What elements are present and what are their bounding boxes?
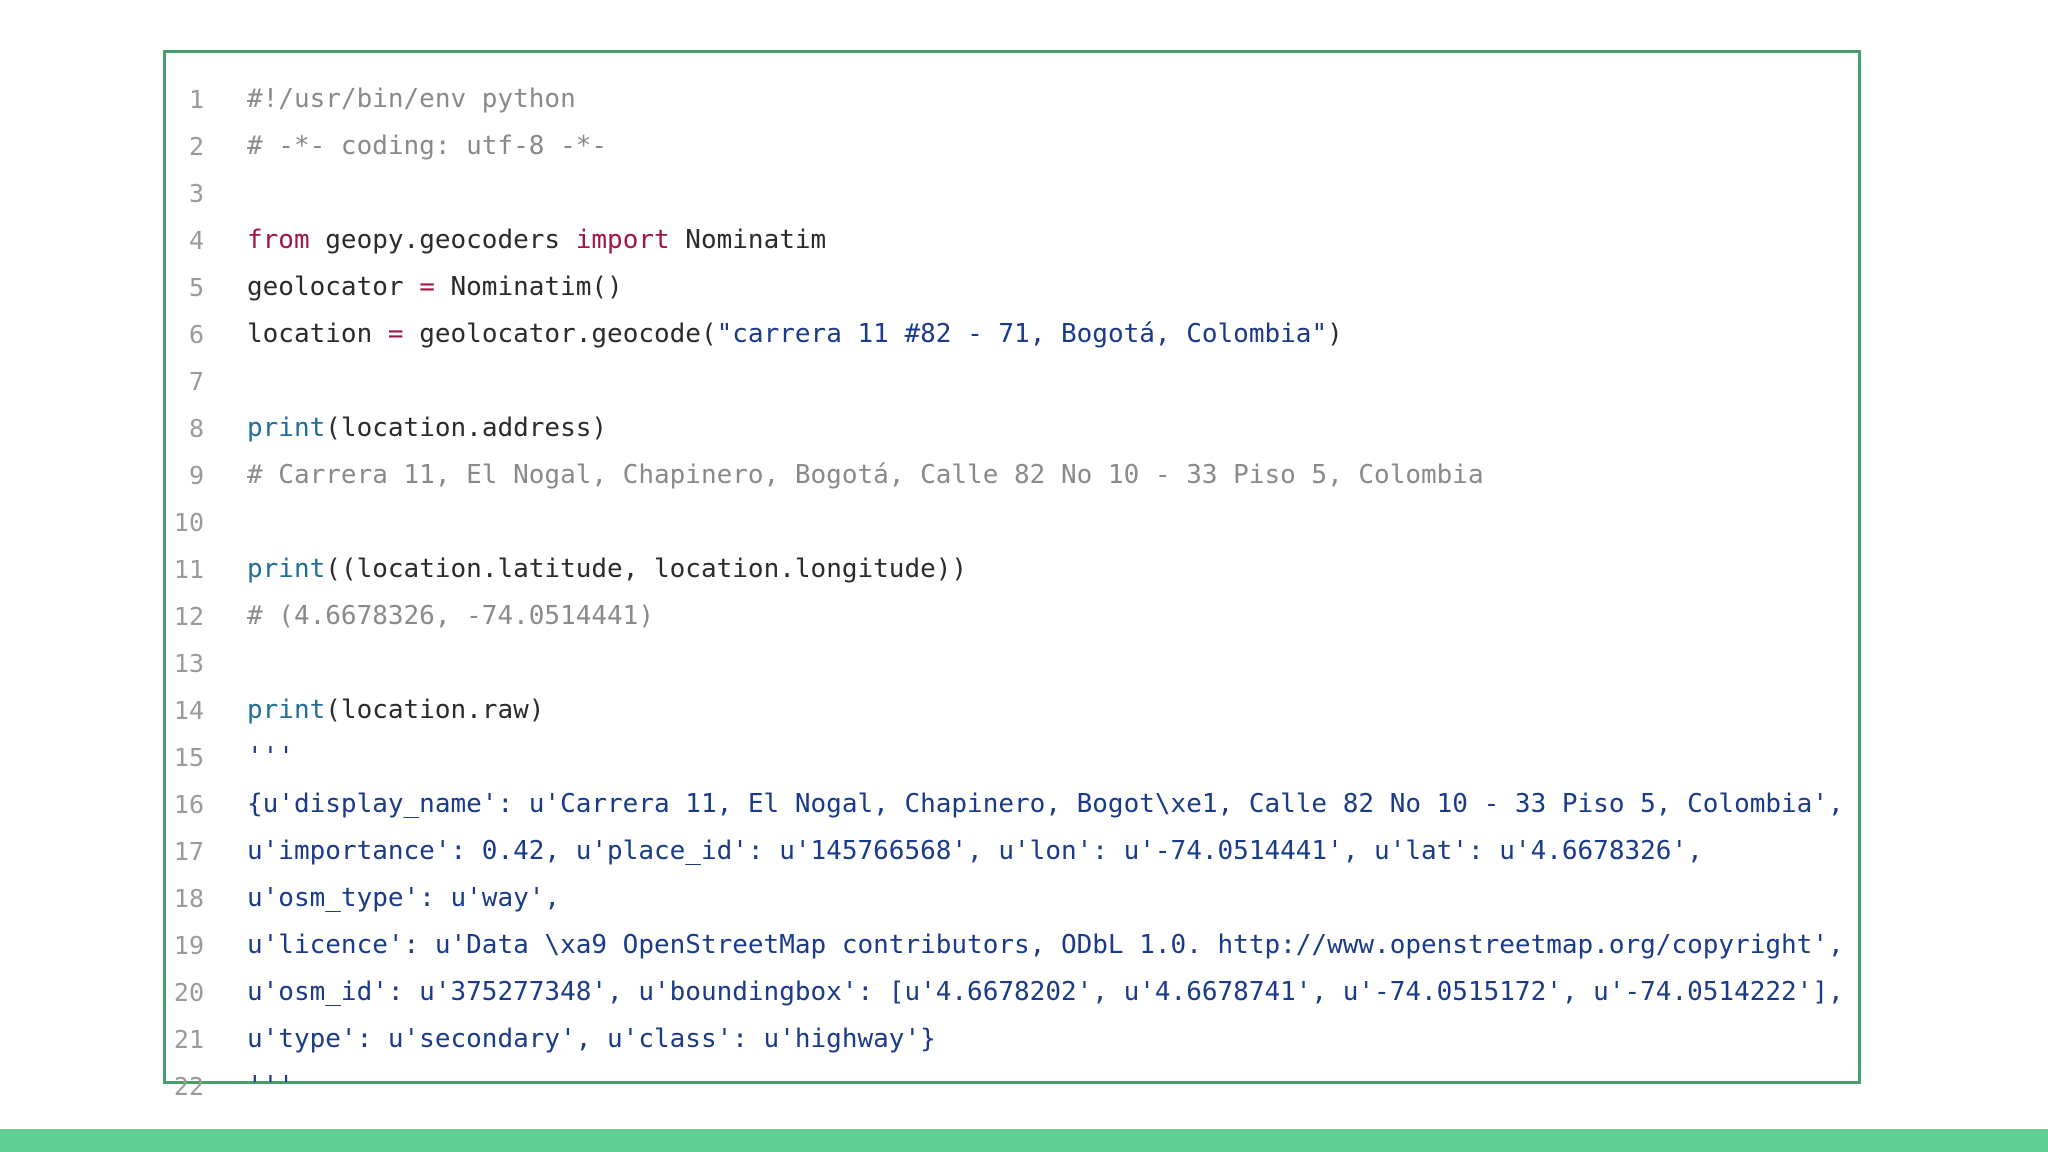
line-number: 14 bbox=[173, 696, 204, 725]
code-block: 1 #!/usr/bin/env python 2 # -*- coding: utf… bbox=[163, 50, 1861, 1101]
line-number: 6 bbox=[188, 320, 204, 349]
line-code: ''' bbox=[247, 1063, 294, 1110]
code-token-op: = bbox=[419, 272, 435, 302]
code-token-plain: (location.address) bbox=[325, 413, 608, 443]
line-code: u'osm_id': u'375277348', u'boundingbox':… bbox=[247, 969, 1844, 1016]
line-code: # Carrera 11, El Nogal, Chapinero, Bogot… bbox=[247, 452, 1484, 499]
code-line: 20 u'osm_id': u'375277348', u'boundingbox… bbox=[166, 969, 1858, 1016]
bottom-accent-bar bbox=[0, 1129, 2048, 1152]
code-line: 9 # Carrera 11, El Nogal, Chapinero, Bogo… bbox=[166, 452, 1858, 499]
line-code: geolocator = Nominatim() bbox=[247, 264, 623, 311]
code-line: 5 geolocator = Nominatim() bbox=[166, 264, 1858, 311]
line-code: print(location.address) bbox=[247, 405, 607, 452]
line-number: 5 bbox=[188, 273, 204, 302]
code-token-builtin: print bbox=[247, 695, 326, 725]
code-token-plain: Nominatim() bbox=[434, 272, 623, 302]
code-line: 21 u'type': u'secondary', u'class': u'hig… bbox=[166, 1016, 1858, 1063]
code-token-keyword: import bbox=[575, 225, 670, 255]
line-code: #!/usr/bin/env python bbox=[247, 76, 576, 123]
code-line: 19 u'licence': u'Data \xa9 OpenStreetMap … bbox=[166, 922, 1858, 969]
line-number: 2 bbox=[188, 132, 204, 161]
code-line: 4 from geopy.geocoders import Nominatim bbox=[166, 217, 1858, 264]
code-token-builtin: print bbox=[247, 413, 326, 443]
code-line: 6 location = geolocator.geocode("carrera … bbox=[166, 311, 1858, 358]
line-number: 10 bbox=[173, 508, 204, 537]
code-token-string: u'osm_type': u'way', bbox=[247, 883, 561, 913]
code-token-string: u'type': u'secondary', u'class': u'highw… bbox=[247, 1024, 936, 1054]
line-number: 7 bbox=[188, 367, 204, 396]
code-line: 15 ''' bbox=[166, 734, 1858, 781]
line-number: 4 bbox=[188, 226, 204, 255]
line-number: 12 bbox=[173, 602, 204, 631]
code-line: 22 ''' bbox=[166, 1063, 1858, 1110]
code-line: 12 # (4.6678326, -74.0514441) bbox=[166, 593, 1858, 640]
line-number: 18 bbox=[173, 884, 204, 913]
line-code: u'licence': u'Data \xa9 OpenStreetMap co… bbox=[247, 922, 1844, 969]
code-token-op: = bbox=[387, 319, 404, 349]
line-number: 13 bbox=[173, 649, 204, 678]
line-code: from geopy.geocoders import Nominatim bbox=[247, 217, 826, 264]
code-token-keyword: from bbox=[247, 225, 310, 255]
line-code: u'osm_type': u'way', bbox=[247, 875, 560, 922]
line-code: {u'display_name': u'Carrera 11, El Nogal… bbox=[247, 781, 1844, 828]
code-line: 11 print((location.latitude, location.lon… bbox=[166, 546, 1858, 593]
code-token-builtin: print bbox=[247, 554, 326, 584]
code-line: 7 bbox=[166, 358, 1858, 405]
code-token-comment: # -*- coding: utf-8 -*- bbox=[247, 131, 608, 161]
code-token-plain: Nominatim bbox=[669, 225, 827, 255]
code-line: 8 print(location.address) bbox=[166, 405, 1858, 452]
code-line: 2 # -*- coding: utf-8 -*- bbox=[166, 123, 1858, 170]
code-token-string: ''' bbox=[247, 1071, 294, 1101]
code-line: 3 bbox=[166, 170, 1858, 217]
code-token-plain: location bbox=[247, 319, 388, 349]
code-line: 1 #!/usr/bin/env python bbox=[166, 76, 1858, 123]
line-number: 15 bbox=[173, 743, 204, 772]
code-line: 13 bbox=[166, 640, 1858, 687]
code-token-string: {u'display_name': u'Carrera 11, El Nogal… bbox=[247, 789, 1844, 819]
line-code: # (4.6678326, -74.0514441) bbox=[247, 593, 654, 640]
code-token-comment: #!/usr/bin/env python bbox=[247, 84, 576, 114]
line-code: print((location.latitude, location.longi… bbox=[247, 546, 967, 593]
code-token-comment: # (4.6678326, -74.0514441) bbox=[247, 601, 654, 631]
code-lines: 1 #!/usr/bin/env python 2 # -*- coding: utf… bbox=[166, 76, 1858, 1110]
code-line: 16 {u'display_name': u'Carrera 11, El Nog… bbox=[166, 781, 1858, 828]
code-token-plain: ((location.latitude, location.longitude)… bbox=[325, 554, 968, 584]
code-token-plain: geopy.geocoders bbox=[309, 225, 576, 255]
line-number: 16 bbox=[173, 790, 204, 819]
code-line: 10 bbox=[166, 499, 1858, 546]
code-line: 18 u'osm_type': u'way', bbox=[166, 875, 1858, 922]
line-number: 19 bbox=[173, 931, 204, 960]
line-code: u'importance': 0.42, u'place_id': u'1457… bbox=[247, 828, 1703, 875]
code-token-string: "carrera 11 #82 - 71, Bogotá, Colombia" bbox=[716, 319, 1328, 349]
code-line: 14 print(location.raw) bbox=[166, 687, 1858, 734]
code-line: 17 u'importance': 0.42, u'place_id': u'14… bbox=[166, 828, 1858, 875]
line-number: 9 bbox=[188, 461, 204, 490]
line-number: 20 bbox=[173, 978, 204, 1007]
line-code: # -*- coding: utf-8 -*- bbox=[247, 123, 607, 170]
line-number: 11 bbox=[173, 555, 204, 584]
code-token-string: u'licence': u'Data \xa9 OpenStreetMap co… bbox=[247, 930, 1844, 960]
code-token-comment: # Carrera 11, El Nogal, Chapinero, Bogot… bbox=[247, 460, 1484, 490]
line-number: 21 bbox=[173, 1025, 204, 1054]
line-code: ''' bbox=[247, 734, 294, 781]
line-number: 3 bbox=[188, 179, 204, 208]
line-code: location = geolocator.geocode("carrera 1… bbox=[247, 311, 1343, 358]
line-number: 17 bbox=[173, 837, 204, 866]
code-token-string: u'osm_id': u'375277348', u'boundingbox':… bbox=[247, 977, 1844, 1007]
code-token-string: u'importance': 0.42, u'place_id': u'1457… bbox=[247, 836, 1703, 866]
code-token-plain: (location.raw) bbox=[325, 695, 545, 725]
line-number: 8 bbox=[188, 414, 204, 443]
line-code: print(location.raw) bbox=[247, 687, 544, 734]
line-code: u'type': u'secondary', u'class': u'highw… bbox=[247, 1016, 936, 1063]
line-number: 22 bbox=[173, 1072, 204, 1101]
code-token-plain: geolocator bbox=[247, 272, 420, 302]
line-number: 1 bbox=[188, 85, 204, 114]
code-token-string: ''' bbox=[247, 742, 294, 772]
code-token-plain: ) bbox=[1327, 319, 1343, 349]
code-token-plain: geolocator.geocode( bbox=[403, 319, 717, 349]
